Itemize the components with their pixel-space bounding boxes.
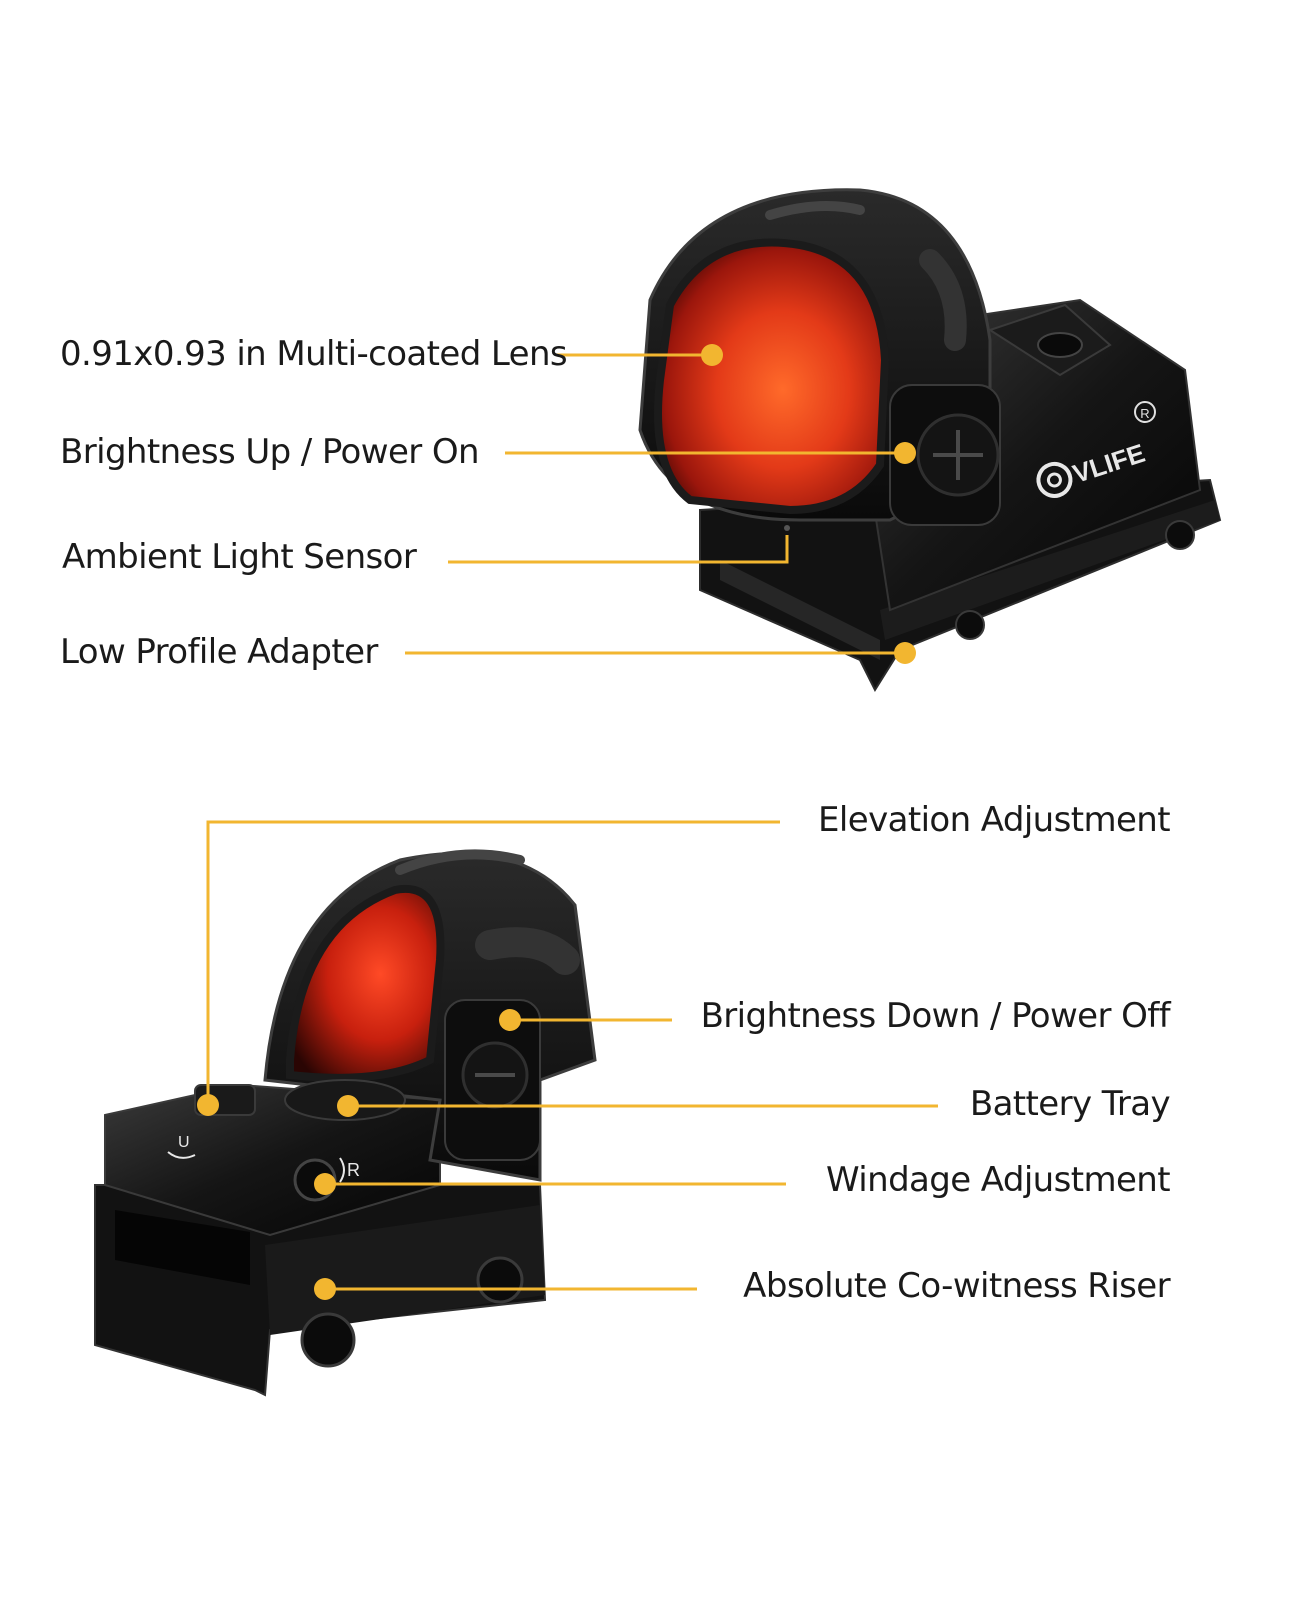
battery-tray-label: Battery Tray <box>969 1084 1171 1124</box>
right-mark: R <box>347 1160 360 1180</box>
ambient-light-sensor-label: Ambient Light Sensor <box>62 537 417 577</box>
lens <box>654 238 890 515</box>
ambient-light-sensor <box>784 525 790 531</box>
low-profile-adapter-label: Low Profile Adapter <box>60 632 378 672</box>
rear-lens <box>286 884 445 1082</box>
lens-label: 0.91x0.93 in Multi-coated Lens <box>60 334 568 374</box>
registered-mark: R <box>1140 406 1149 421</box>
registered-mark-icon <box>1134 401 1156 423</box>
windage-adjustment-label: Windage Adjustment <box>826 1160 1171 1200</box>
top-sight: VLIFE R <box>638 188 1222 693</box>
co-witness-riser-label: Absolute Co-witness Riser <box>743 1266 1170 1306</box>
callout-dots <box>197 344 916 1300</box>
brightness-down-label: Brightness Down / Power Off <box>700 996 1171 1036</box>
brightness-up-label: Brightness Up / Power On <box>60 432 480 472</box>
up-mark: U <box>178 1134 190 1151</box>
bottom-sight: U R <box>94 849 597 1397</box>
elevation-adjustment-label: Elevation Adjustment <box>818 800 1171 840</box>
callout-lines <box>206 353 938 1291</box>
